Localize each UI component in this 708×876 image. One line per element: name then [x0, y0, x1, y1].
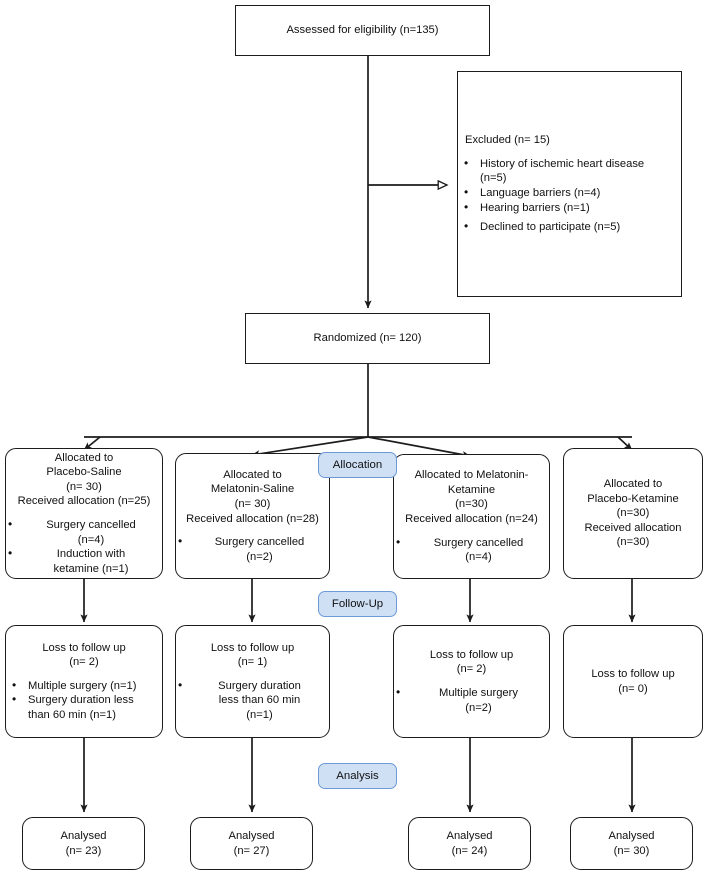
- node-analysed-placebo-saline: Analysed (n= 23): [22, 817, 145, 870]
- randomized-text: Randomized (n= 120): [313, 332, 422, 345]
- list-item: Surgery duration less than 60 min (n=1): [176, 678, 329, 723]
- followup-headline: Loss to follow up (n= 0): [591, 667, 675, 695]
- stage-badge-follow-up: Follow-Up: [318, 591, 397, 617]
- analysed-text: Analysed (n= 27): [228, 829, 275, 857]
- analysed-text: Analysed (n= 23): [60, 829, 107, 857]
- list-item: Multiple surgery (n=1): [6, 678, 162, 694]
- node-assessed-for-eligibility: Assessed for eligibility (n=135): [235, 5, 490, 56]
- allocation-headline: Allocated to Melatonin-Saline (n= 30) Re…: [186, 468, 319, 525]
- followup-bullet-list: Multiple surgery (n=2): [394, 685, 549, 715]
- stage-badge-allocation: Allocation: [318, 452, 397, 478]
- list-item: Surgery duration less than 60 min (n=1): [6, 692, 162, 722]
- node-excluded: Excluded (n= 15) History of ischemic hea…: [457, 71, 682, 297]
- list-item: Declined to participate (n=5): [458, 219, 681, 235]
- node-analysed-melatonin-saline: Analysed (n= 27): [190, 817, 313, 870]
- followup-bullet-list: Surgery duration less than 60 min (n=1): [176, 678, 329, 723]
- list-item: Surgery cancelled (n=4): [6, 517, 162, 547]
- list-item: History of ischemic heart disease (n=5): [458, 156, 681, 186]
- analysed-text: Analysed (n= 24): [446, 829, 493, 857]
- followup-headline: Loss to follow up (n= 2): [429, 648, 514, 676]
- node-allocation-placebo-ketamine: Allocated to Placebo-Ketamine (n=30) Rec…: [563, 448, 703, 579]
- stage-badge-allocation-label: Allocation: [332, 459, 383, 471]
- allocation-headline: Allocated to Melatonin- Ketamine (n=30) …: [405, 469, 538, 525]
- allocation-bullet-list: Surgery cancelled (n=4): [394, 535, 549, 565]
- stage-badge-analysis: Analysis: [318, 763, 397, 789]
- analysed-text: Analysed (n= 30): [608, 829, 655, 857]
- excluded-heading: Excluded (n= 15): [465, 134, 550, 147]
- allocation-bullet-list: Surgery cancelled (n=4) Induction with k…: [6, 517, 162, 576]
- node-analysed-melatonin-ketamine: Analysed (n= 24): [408, 817, 531, 870]
- list-item: Language barriers (n=4): [458, 185, 681, 201]
- excluded-reason-list: History of ischemic heart disease (n=5) …: [458, 156, 681, 235]
- followup-headline: Loss to follow up (n= 2): [42, 641, 126, 669]
- node-allocation-melatonin-ketamine: Allocated to Melatonin- Ketamine (n=30) …: [393, 454, 550, 579]
- node-followup-melatonin-ketamine: Loss to follow up (n= 2) Multiple surger…: [393, 625, 550, 738]
- list-item: Surgery cancelled (n=2): [176, 534, 329, 564]
- node-followup-placebo-saline: Loss to follow up (n= 2) Multiple surger…: [5, 625, 163, 738]
- node-allocation-melatonin-saline: Allocated to Melatonin-Saline (n= 30) Re…: [175, 453, 330, 579]
- list-item: Hearing barriers (n=1): [458, 200, 681, 216]
- stage-badge-follow-up-label: Follow-Up: [331, 598, 384, 610]
- node-randomized: Randomized (n= 120): [245, 313, 490, 364]
- assessed-text: Assessed for eligibility (n=135): [286, 24, 439, 37]
- node-allocation-placebo-saline: Allocated to Placebo-Saline (n= 30) Rece…: [5, 448, 163, 579]
- followup-headline: Loss to follow up (n= 1): [210, 641, 295, 669]
- followup-bullet-list: Multiple surgery (n=1) Surgery duration …: [6, 678, 162, 723]
- allocation-headline: Allocated to Placebo-Ketamine (n=30) Rec…: [584, 478, 682, 549]
- node-analysed-placebo-ketamine: Analysed (n= 30): [570, 817, 693, 870]
- allocation-bullet-list: Surgery cancelled (n=2): [176, 534, 329, 564]
- node-followup-placebo-ketamine: Loss to follow up (n= 0): [563, 625, 703, 738]
- node-followup-melatonin-saline: Loss to follow up (n= 1) Surgery duratio…: [175, 625, 330, 738]
- list-item: Induction with ketamine (n=1): [6, 546, 162, 576]
- list-item: Surgery cancelled (n=4): [394, 535, 549, 565]
- allocation-headline: Allocated to Placebo-Saline (n= 30) Rece…: [17, 451, 151, 508]
- stage-badge-analysis-label: Analysis: [336, 770, 379, 782]
- list-item: Multiple surgery (n=2): [394, 685, 549, 715]
